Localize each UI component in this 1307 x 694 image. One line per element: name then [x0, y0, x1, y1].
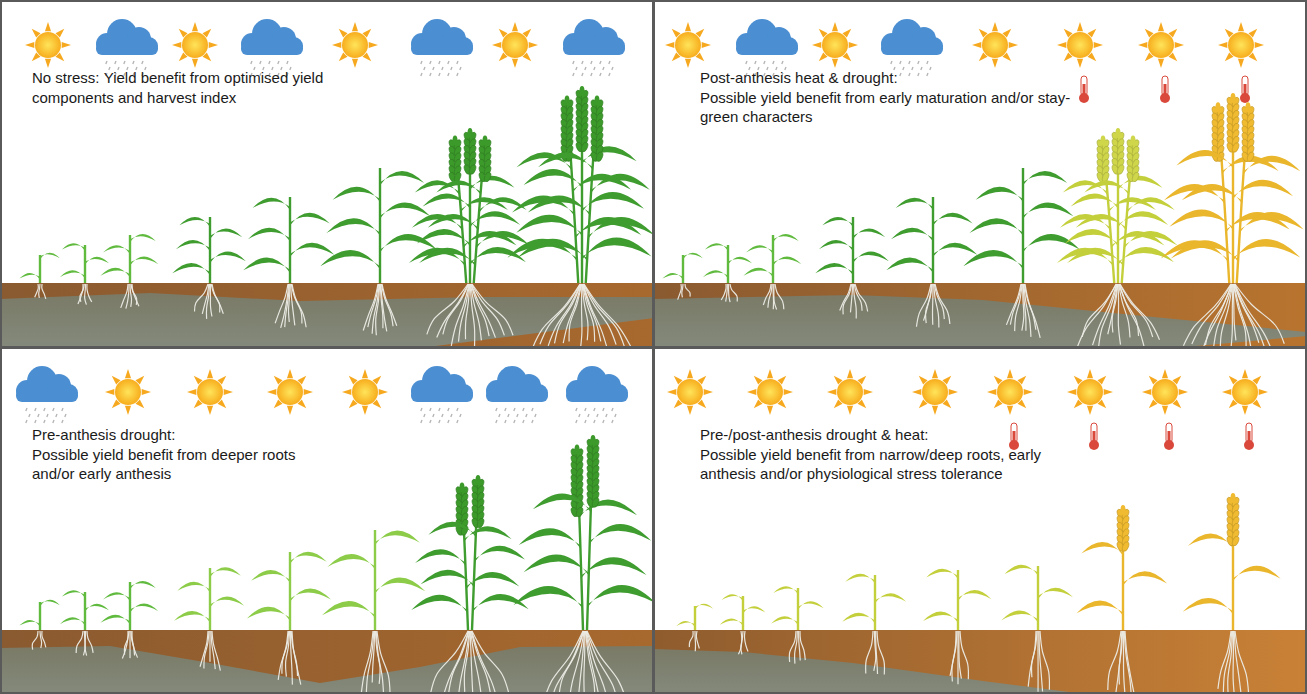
rain-cloud-icon [486, 366, 548, 423]
wheat-plant [662, 253, 702, 300]
sun-icon [492, 22, 538, 68]
sun-icon [1218, 22, 1264, 68]
sun-icon [987, 369, 1033, 415]
sun-icon [667, 369, 713, 415]
wheat-plant [815, 217, 889, 318]
moist-soil [0, 293, 654, 348]
wheat-plant [174, 567, 244, 670]
scenario-heading: Pre-anthesis drought: [32, 425, 304, 445]
sun-icon [267, 369, 313, 415]
thermometer-icon [1160, 76, 1170, 103]
sun-icon [1142, 369, 1188, 415]
wheat-plant [676, 604, 713, 652]
moist-soil [653, 295, 1307, 348]
thermometer-icon [1164, 423, 1174, 450]
scenario-caption: No stress:Yield benefit from optimised y… [32, 68, 332, 107]
wheat-plant [886, 197, 977, 327]
wheat-plant [771, 586, 824, 663]
wheat-plant [19, 253, 59, 299]
sun-icon [972, 22, 1018, 68]
wheat-plant [411, 475, 528, 694]
scenario-heading: No stress: [32, 69, 100, 86]
wheat-plant [320, 168, 436, 335]
scene [0, 347, 654, 694]
sun-icon [1067, 369, 1113, 415]
sun-icon [25, 22, 71, 68]
wheat-plant [1001, 565, 1073, 692]
wheat-plant [720, 594, 766, 654]
rain-cloud-icon [411, 366, 473, 423]
sun-icon [1057, 22, 1103, 68]
rain-cloud-icon [16, 366, 78, 423]
sun-icon [342, 369, 388, 415]
wheat-plant [923, 569, 991, 684]
sun-icon [1138, 22, 1184, 68]
scene [0, 0, 654, 348]
rain-cloud-icon [881, 19, 943, 76]
wheat-plant [507, 86, 654, 348]
sun-icon [105, 369, 151, 415]
wheat-plant [247, 552, 331, 685]
sun-icon [665, 22, 711, 68]
sun-icon [187, 369, 233, 415]
sun-icon [332, 22, 378, 68]
dry-soil [653, 630, 1307, 694]
wheat-plant [842, 574, 906, 675]
scenario-heading: Post-anthesis heat & drought: [700, 68, 1072, 88]
scenario-description: Possible yield benefit from early matura… [700, 88, 1072, 127]
rain-cloud-icon [563, 19, 625, 76]
scenario-panel: Post-anthesis heat & drought:Possible yi… [653, 0, 1307, 348]
sun-icon [912, 369, 958, 415]
wheat-plant [1161, 93, 1304, 348]
wheat-plant [100, 234, 158, 309]
rain-cloud-icon [566, 366, 628, 423]
wheat-plant [703, 243, 752, 302]
wheat-plant [1077, 505, 1167, 694]
wheat-plant [19, 600, 59, 650]
scenario-panel: Pre-anthesis drought:Possible yield bene… [0, 347, 654, 694]
dry-soil [653, 283, 1307, 348]
rain-cloud-icon [736, 19, 798, 76]
scenario-panel: No stress:Yield benefit from optimised y… [0, 0, 654, 348]
scenario-caption: Pre-anthesis drought:Possible yield bene… [32, 425, 304, 484]
wheat-plant [743, 234, 801, 310]
scenario-description: Possible yield benefit from deeper roots… [32, 445, 304, 484]
wheat-plant [100, 581, 158, 659]
thermometer-icon [1079, 76, 1089, 103]
scenario-description: Possible yield benefit from narrow/deep … [700, 445, 1092, 484]
scenario-heading: Pre-/post-anthesis drought & heat: [700, 425, 1092, 445]
wheat-plant [1183, 493, 1281, 694]
rain-cloud-icon [96, 19, 158, 76]
thermometer-icon [1244, 423, 1254, 450]
scenario-caption: Pre-/post-anthesis drought & heat:Possib… [700, 425, 1092, 484]
wheat-plant [322, 530, 425, 694]
wheat-plant [513, 435, 654, 694]
scenario-caption: Post-anthesis heat & drought:Possible yi… [700, 68, 1072, 127]
moist-soil [653, 649, 1093, 694]
scene [653, 0, 1307, 348]
wheat-plant [60, 243, 109, 304]
rain-cloud-icon [241, 19, 303, 76]
scene [653, 347, 1307, 694]
dry-soil [0, 630, 654, 694]
sun-icon [827, 369, 873, 415]
wheat-plant [409, 128, 530, 347]
sun-icon [172, 22, 218, 68]
wheat-plant [963, 168, 1079, 338]
scenario-panel: Pre-/post-anthesis drought & heat:Possib… [653, 347, 1307, 694]
sun-icon [1222, 369, 1268, 415]
wheat-plant [60, 590, 109, 655]
wheat-plant [1057, 128, 1178, 348]
wheat-plant [172, 217, 246, 319]
thermometer-icon [1089, 423, 1099, 450]
wheat-plant [243, 197, 334, 328]
sun-icon [812, 22, 858, 68]
thermometer-icon [1240, 76, 1250, 103]
rain-cloud-icon [411, 19, 473, 76]
sun-icon [747, 369, 793, 415]
